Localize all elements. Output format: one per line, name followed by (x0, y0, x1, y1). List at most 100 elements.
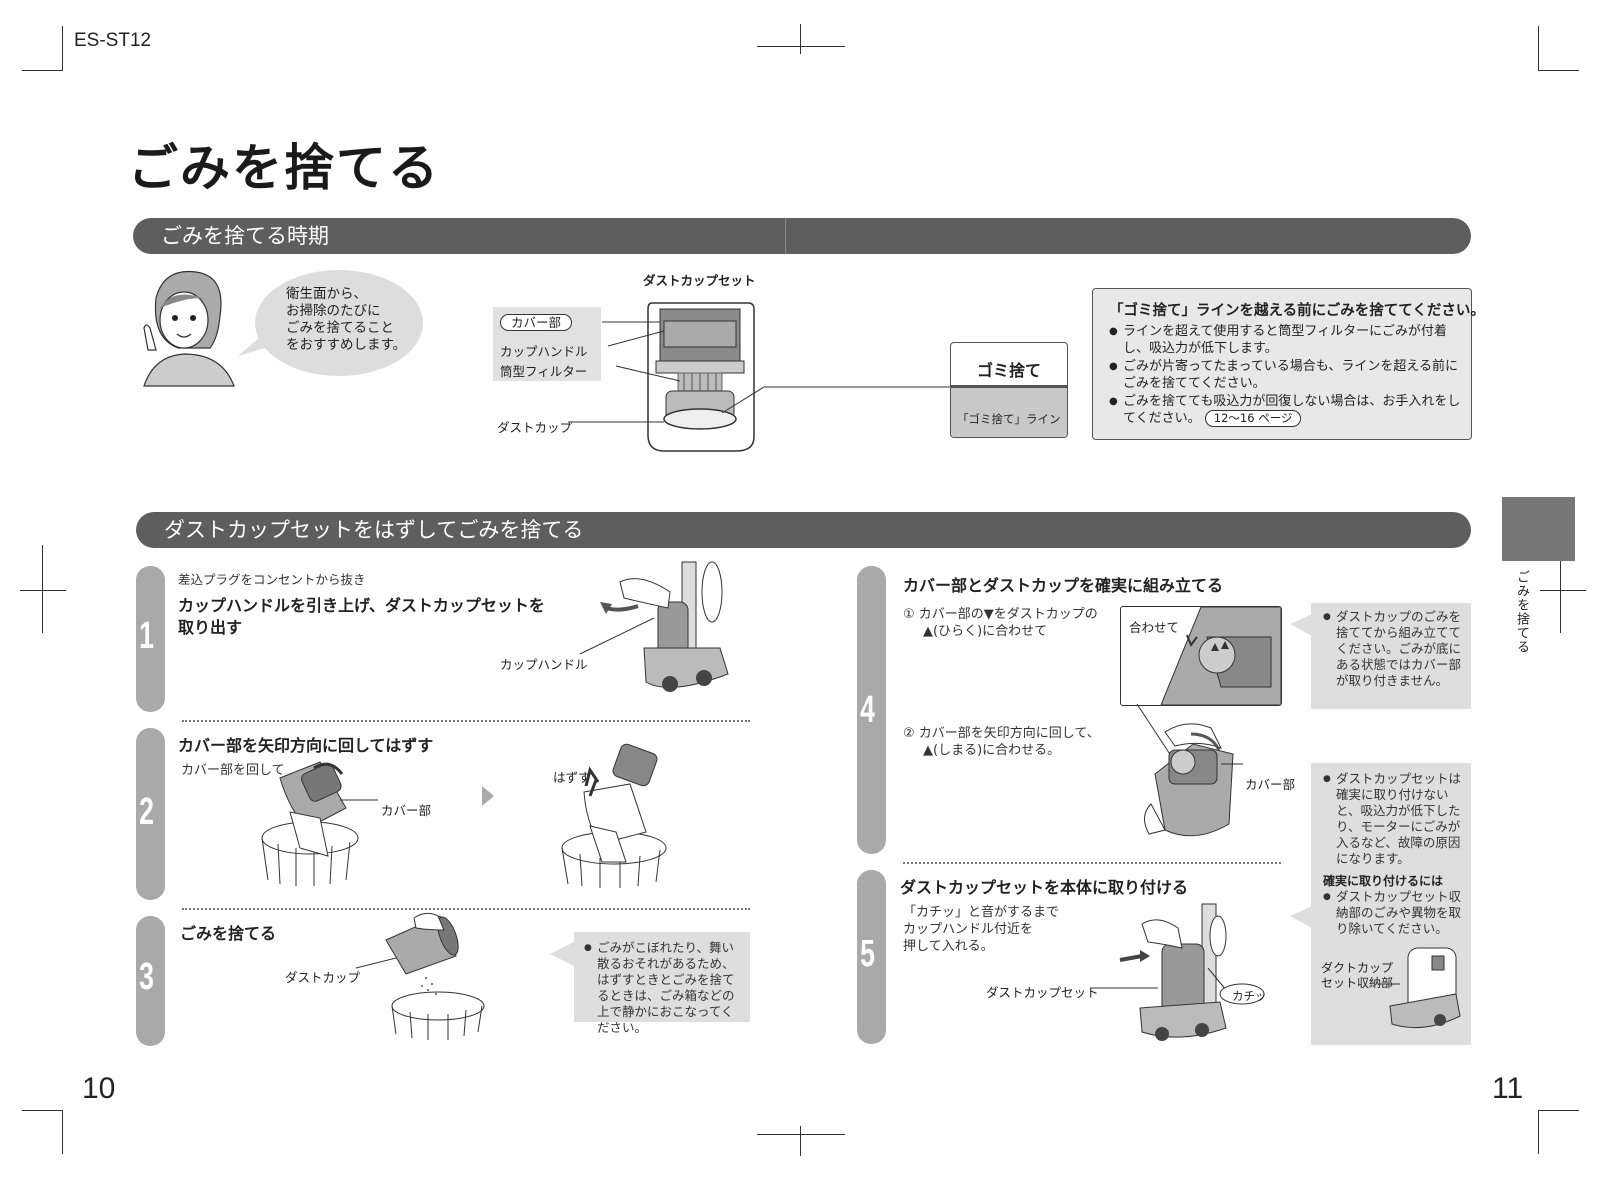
warning-box: 「ゴミ捨て」ラインを越える前にごみを捨ててください。 ラインを超えて使用すると筒… (1092, 288, 1485, 440)
part-label-cover: カバー部 (500, 314, 573, 331)
step-4-sub2-line2: ▲(しまる)に合わせる。 (923, 743, 1061, 758)
step-5-sub-line3: 押して入れる。 (903, 939, 994, 954)
crop-mark (1538, 1110, 1539, 1154)
step-1-pre: 差込プラグをコンセントから抜き (178, 572, 366, 587)
step-3-note: ごみがこぼれたり、舞い散るおそれがあるため、はずすときとごみを捨てるときは、ごみ… (574, 932, 750, 1035)
step-3-label: ダストカップ (285, 970, 361, 985)
step-5-title: ダストカップセットを本体に取り付ける (900, 878, 1189, 897)
warning-item: ごみを捨てても吸込力が回復しない場合は、お手入れをしてください。 12〜16 ペ… (1109, 393, 1461, 427)
step-3-number: 3 (139, 956, 154, 998)
storage-illustration (1380, 947, 1461, 1029)
step-4-sub1-line2: ▲(ひらく)に合わせて (923, 624, 1048, 639)
line-label-head: ゴミ捨て (976, 361, 1041, 380)
step-1-title-2: 取り出す (178, 618, 243, 637)
model-number: ES-ST12 (74, 30, 152, 51)
speech-bubble-tail (238, 330, 278, 356)
warning-list: ラインを超えて使用すると筒型フィルターにごみが付着し、吸込力が低下します。 ごみ… (1109, 323, 1461, 428)
gomi-line (951, 385, 1067, 388)
crop-mark (1538, 70, 1579, 71)
line-label-sub: 「ゴミ捨て」ライン (957, 412, 1061, 426)
woman-illustration-icon (143, 270, 235, 387)
step-1-bar (136, 566, 165, 712)
click-label: カチッ (1232, 989, 1267, 1003)
step-5-number: 5 (860, 933, 875, 975)
page-number-right: 11 (1492, 1072, 1524, 1105)
step-1-title-1: カップハンドルを引き上げ、ダストカップセットを (178, 596, 545, 615)
note-pointer (1290, 614, 1312, 636)
step-divider (182, 720, 750, 722)
step-3-illustration (355, 912, 485, 1040)
crop-mark (1538, 26, 1539, 70)
step-2-bar (136, 728, 165, 900)
crop-mark (62, 26, 63, 70)
warning-item: ごみが片寄ってたまっている場合も、ラインを超える前にごみを捨ててください。 (1109, 358, 1461, 392)
crop-mark (757, 46, 845, 47)
page-ref-link[interactable]: 12〜16 ページ (1204, 410, 1302, 427)
step-4-note: ダストカップのごみを捨ててから組み立ててください。ごみが底にある状態ではカバー部… (1311, 603, 1471, 709)
step-4-sub2-line1: ② カバー部を矢印方向に回して、 (903, 726, 1100, 741)
step-5-illustration (1090, 903, 1265, 1041)
step-divider (182, 908, 750, 910)
page-number-left: 10 (82, 1072, 116, 1105)
line-fill (951, 387, 1067, 437)
step-3-title: ごみを捨てる (180, 924, 277, 943)
side-tab-label: ごみを捨てる (1514, 570, 1529, 654)
step-2-sub: カバー部を回して (181, 763, 285, 778)
crop-mark (42, 545, 43, 633)
section-title: ごみを捨てる時期 (161, 224, 329, 248)
storage-label: ダクトカップ セット収納部 (1321, 961, 1394, 990)
side-note-item: ダストカップセット収納部のごみや異物を取り除いてください。 (1323, 889, 1461, 937)
crop-mark (800, 24, 801, 54)
crop-mark (62, 1110, 63, 1154)
part-label-filter: 筒型フィルター (500, 364, 588, 379)
crop-mark (1540, 590, 1586, 591)
step-2-number: 2 (139, 791, 154, 833)
side-note-head: 確実に取り付けるには (1323, 874, 1444, 888)
section-band-timing: ごみを捨てる時期 (133, 218, 1471, 254)
warning-item: ラインを超えて使用すると筒型フィルターにごみが付着し、吸込力が低下します。 (1109, 323, 1461, 357)
inset-illustration (1160, 607, 1281, 705)
step-2-label: カバー部 (381, 803, 432, 818)
part-label-dust-cup: ダストカップ (497, 420, 573, 435)
side-note-item: ダストカップセットは確実に取り付けないと、吸込力が低下したり、モーターにごみが入… (1323, 771, 1461, 867)
section-band-remove: ダストカップセットをはずしてごみを捨てる (136, 512, 1471, 548)
warning-head: 「ゴミ捨て」ラインを越える前にごみを捨ててください。 (1109, 303, 1485, 319)
step-4-title: カバー部とダストカップを確実に組み立てる (903, 576, 1224, 595)
crop-mark (1560, 545, 1561, 633)
step-4-sub1-line1: ① カバー部の▼をダストカップの (903, 607, 1098, 622)
step-1-number: 1 (139, 615, 154, 657)
bubble-text: 衛生面から、 お掃除のたびに ごみを捨てること をおすすめします。 (286, 286, 407, 353)
step-5-sub-line1: 「カチッ」と音がするまで (903, 905, 1060, 920)
crop-mark (1538, 1110, 1579, 1111)
step-4-label: カバー部 (1245, 777, 1296, 792)
step-4-bar (857, 566, 886, 854)
crop-mark (20, 590, 66, 591)
side-tab-marker (1502, 497, 1575, 561)
note-pointer (1290, 906, 1312, 928)
section-title: ダストカップセットをはずしてごみを捨てる (164, 518, 584, 542)
crop-mark (757, 1134, 845, 1135)
line-label-box: ゴミ捨て 「ゴミ捨て」ライン (950, 342, 1068, 438)
step-2-label2: はずす (553, 770, 591, 785)
part-label-cup-handle: カップハンドル (500, 344, 588, 359)
page-title: ごみを捨てる (128, 139, 440, 197)
step-4-number: 4 (860, 689, 875, 731)
step-2-title: カバー部を矢印方向に回してはずす (178, 736, 434, 755)
speech-bubble (255, 270, 423, 376)
crop-mark (22, 70, 63, 71)
step-5-sub-line2: カップハンドル付近を (903, 922, 1034, 937)
band-divider (785, 218, 786, 254)
step-4-illustration (1136, 703, 1243, 837)
step-4-inset: 合わせて (1120, 606, 1282, 706)
step-1-label: カップハンドル (500, 657, 588, 672)
diagram-title: ダストカップセット (643, 273, 756, 288)
dust-cup-diagram (568, 302, 952, 452)
step-2-illustration (261, 743, 667, 888)
step-divider (903, 862, 1281, 864)
inset-label: 合わせて (1129, 620, 1180, 635)
step-1-illustration (579, 561, 729, 692)
step-5-bar (857, 870, 886, 1044)
step-3-bar (136, 916, 165, 1046)
crop-mark (800, 1126, 801, 1156)
note-pointer (550, 942, 574, 966)
